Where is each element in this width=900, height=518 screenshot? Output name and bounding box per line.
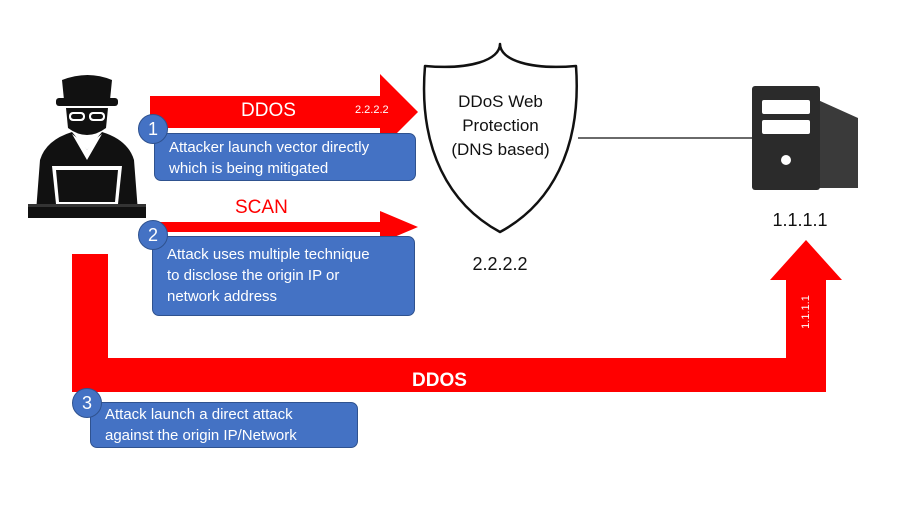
server-ip: 1.1.1.1 xyxy=(772,210,828,230)
scan-arrow xyxy=(155,211,418,243)
shield-title-line-2: Protection xyxy=(462,116,539,135)
shield-icon xyxy=(422,42,578,234)
step-3-callout: Attack launch a direct attack against th… xyxy=(90,402,358,448)
step-1-callout: Attacker launch vector directly which is… xyxy=(154,133,416,181)
ddos-arrow-3-ip: 1.1.1.1 xyxy=(800,295,812,329)
step-3-badge: 3 xyxy=(72,388,102,418)
shield-title: DDoS Web Protection (DNS based) xyxy=(425,90,576,162)
ddos-arrow-1-label: DDOS xyxy=(241,100,296,121)
ddos-arrow-1-ip: 2.2.2.2 xyxy=(355,104,389,116)
step-3-line-2: against the origin IP/Network xyxy=(105,427,297,444)
step-2-line-1: Attack uses multiple technique xyxy=(167,246,370,263)
step-1-line-1: Attacker launch vector directly xyxy=(169,139,370,156)
shield-title-line-1: DDoS Web xyxy=(458,92,543,111)
step-2-badge: 2 xyxy=(138,220,168,250)
step-3-line-1: Attack launch a direct attack xyxy=(105,406,293,423)
ddos-arrow-1 xyxy=(150,74,418,150)
step-1-line-2: which is being mitigated xyxy=(169,160,329,177)
step-2-callout: Attack uses multiple technique to disclo… xyxy=(152,236,415,316)
step-2-line-2: to disclose the origin IP or xyxy=(167,267,340,284)
server-tower-icon xyxy=(752,86,858,190)
shield-ip: 2.2.2.2 xyxy=(472,254,528,274)
ddos-arrow-3-label: DDOS xyxy=(412,370,467,391)
ddos-arrow-3 xyxy=(72,240,842,392)
shield-title-line-3: (DNS based) xyxy=(451,140,550,159)
step-2-line-3: network address xyxy=(167,288,278,305)
scan-arrow-label: SCAN xyxy=(235,197,288,218)
hacker-icon xyxy=(28,75,146,218)
step-1-badge: 1 xyxy=(138,114,168,144)
